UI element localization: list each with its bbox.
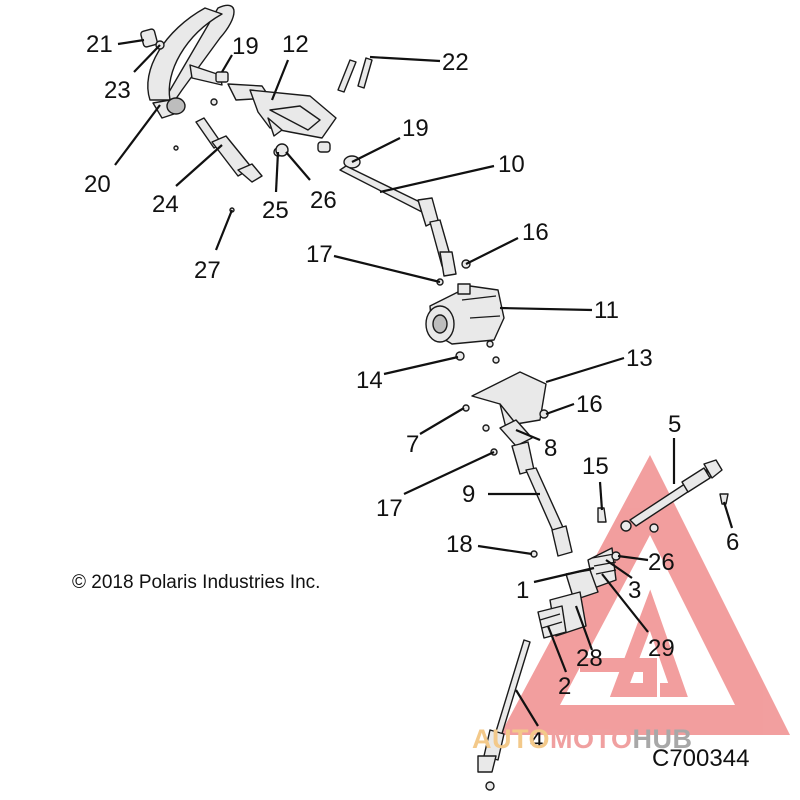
callout-27: 27 [194, 257, 221, 284]
nut-mid [482, 424, 490, 432]
lower-steering-shaft [511, 441, 573, 557]
leader-lines [114, 38, 734, 727]
pin-15 [597, 507, 607, 523]
steering-wheel [147, 4, 235, 119]
callout-3: 3 [628, 577, 641, 604]
callout-11: 11 [594, 297, 619, 324]
callout-28: 28 [576, 645, 603, 672]
callout-13: 13 [626, 345, 653, 372]
tilt-bracket [227, 83, 337, 153]
watermark-text-auto: AUTO [472, 724, 550, 754]
callout-17-top: 17 [306, 241, 333, 268]
diagram-code: C700344 [652, 745, 749, 772]
callout-16-mid: 16 [576, 391, 603, 418]
callout-15: 15 [582, 453, 609, 480]
watermark-triangle [500, 455, 790, 735]
callout-9: 9 [462, 481, 475, 508]
callout-10: 10 [498, 151, 525, 178]
pins-22 [337, 57, 373, 93]
callout-24: 24 [152, 191, 179, 218]
callout-6: 6 [726, 529, 739, 556]
dot-eps-below [492, 356, 500, 364]
watermark-inner-mark [580, 589, 688, 697]
callout-29: 29 [648, 635, 675, 662]
callout-7: 7 [406, 431, 419, 458]
upper-steering-shaft [339, 165, 457, 277]
copyright-notice: © 2018 Polaris Industries Inc. [72, 572, 320, 593]
dot-upper [173, 145, 179, 151]
steering-rack [537, 547, 621, 639]
bolt-14 [455, 351, 465, 361]
callout-16-top: 16 [522, 219, 549, 246]
nut-right [649, 523, 659, 533]
callout-21: 21 [86, 31, 113, 58]
watermark-logo [500, 455, 790, 735]
callout-2: 2 [558, 673, 571, 700]
callout-22: 22 [442, 49, 469, 76]
callout-20: 20 [84, 171, 111, 198]
callout-18: 18 [446, 531, 473, 558]
bushing-19-upper [215, 71, 229, 83]
callout-26-bottom: 26 [648, 549, 675, 576]
callout-1: 1 [516, 577, 529, 604]
watermark-text-hub: HUB [633, 724, 693, 754]
watermark-text: AUTOMOTOHUB [472, 724, 693, 754]
callout-4: 4 [530, 727, 543, 754]
bolt-6 [719, 493, 729, 505]
nut-4 [485, 781, 495, 791]
callout-26-top: 26 [310, 187, 337, 214]
callout-23: 23 [104, 77, 131, 104]
tie-rod-right [620, 459, 723, 532]
gas-strut [195, 117, 263, 183]
cap-21 [140, 28, 158, 48]
plate-8 [499, 419, 533, 447]
bolt-upper-small [210, 98, 218, 106]
callout-8: 8 [544, 435, 557, 462]
watermark-text-moto: MOTO [550, 724, 633, 754]
callout-14: 14 [356, 367, 383, 394]
callout-17-mid: 17 [376, 495, 403, 522]
callout-25: 25 [262, 197, 289, 224]
callout-19-top: 19 [232, 33, 259, 60]
callout-5: 5 [668, 411, 681, 438]
tie-rod-left [477, 639, 531, 773]
callout-12: 12 [282, 31, 309, 58]
callout-numbers: 21 23 19 12 22 20 24 25 26 27 19 10 16 1… [84, 31, 739, 754]
callout-19-mid: 19 [402, 115, 429, 142]
eps-unit [425, 283, 505, 348]
